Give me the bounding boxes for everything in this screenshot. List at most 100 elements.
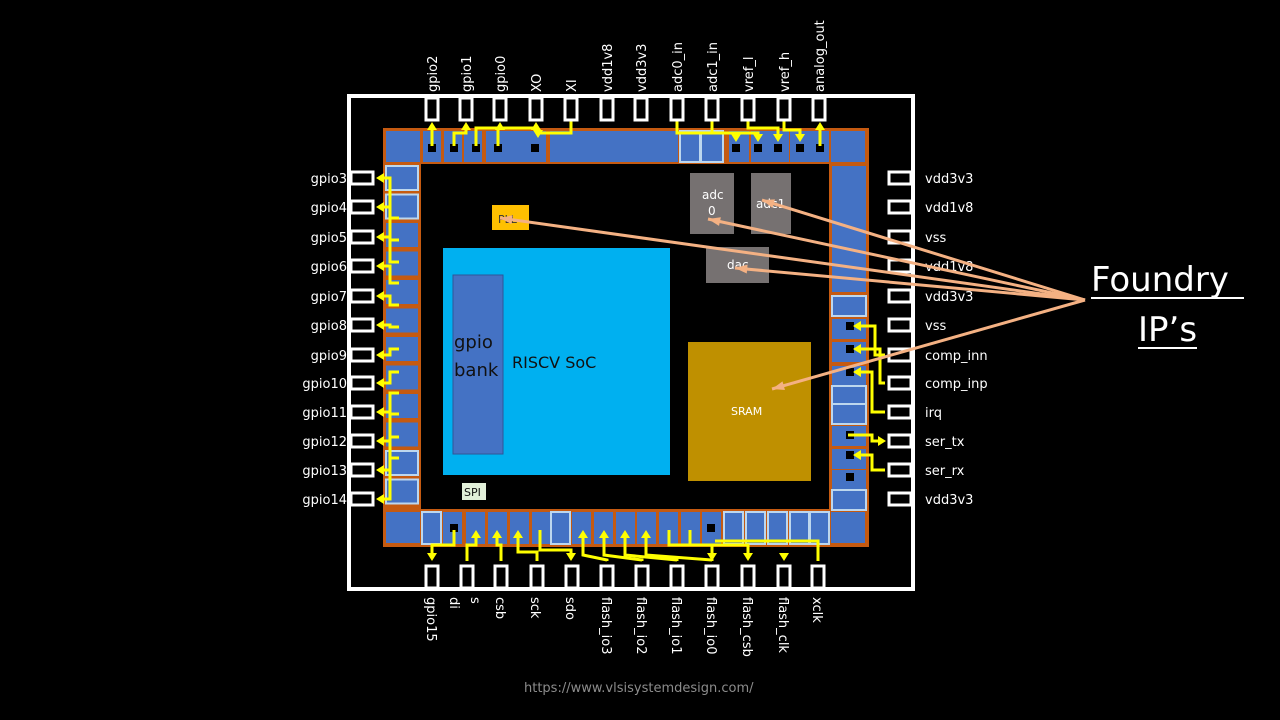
pin-label-top: gpio2 [426, 56, 441, 92]
route-arrow [795, 134, 805, 142]
pin-pad-right [887, 199, 913, 215]
route-arrow [376, 465, 384, 475]
pin-label-bottom: xclk [809, 597, 824, 623]
contact [846, 451, 854, 459]
pin-label-left: gpio13 [302, 464, 347, 479]
pin-pad-bottom [669, 564, 685, 590]
pin-label-left: gpio11 [302, 406, 347, 421]
route [856, 453, 885, 472]
pin-pad-top [424, 96, 440, 122]
route-arrow [376, 291, 384, 301]
pin-label-bottom: flash_csb [739, 597, 754, 657]
route-arrow [427, 553, 437, 561]
pin-pad-bottom [704, 564, 720, 590]
route-arrow [566, 553, 576, 561]
pin-label-bottom: s [467, 597, 482, 604]
io-cell-top [700, 130, 724, 163]
pin-label-bottom: sdo [562, 597, 577, 620]
pin-pad-top [492, 96, 508, 122]
pin-label-bottom: flash_clk [775, 597, 790, 653]
route [430, 530, 456, 555]
contact [816, 144, 824, 152]
riscv-soc-label: RISCV SoC [512, 353, 596, 372]
callout-arrow-adc1 [761, 198, 1086, 302]
contact [846, 322, 854, 330]
adc0-label-2: 0 [708, 204, 716, 218]
io-cell-top [550, 131, 678, 162]
contact [450, 144, 458, 152]
spi-label: SPI [464, 486, 481, 499]
route-arrow [376, 232, 384, 242]
io-cell-bottom [723, 511, 744, 545]
pin-label-left: gpio5 [311, 231, 347, 246]
contact [796, 144, 804, 152]
pin-label-top: analog_out [813, 20, 828, 92]
route-arrow [779, 553, 789, 561]
route [381, 264, 399, 285]
callout-arrowhead-dac [735, 264, 748, 274]
pin-label-top: XO [530, 74, 545, 92]
gpio-bank-label-1: gpio [454, 332, 493, 353]
pin-label-left: gpio4 [311, 201, 347, 216]
route [848, 433, 880, 443]
foundry-ip-title-line1: Foundry [1091, 260, 1229, 300]
route-arrow [753, 134, 763, 142]
io-cell-bottom [767, 511, 788, 545]
io-ring [383, 128, 869, 547]
corner-cell [831, 131, 865, 162]
corner-cell [386, 512, 420, 543]
pin-label-right: vdd3v3 [925, 172, 973, 187]
pin-pad-right [887, 288, 913, 304]
pin-pad-left [349, 229, 375, 245]
footer-url[interactable]: https://www.vlsisystemdesign.com/ [524, 681, 754, 696]
pin-label-top: vref_l [742, 57, 757, 92]
pin-pad-bottom [493, 564, 509, 590]
package-outline [347, 94, 915, 591]
pin-label-right: comp_inn [925, 349, 988, 364]
route [688, 530, 750, 555]
contact [846, 345, 854, 353]
pin-pad-top [811, 96, 827, 122]
pin-label-top: adc0_in [671, 42, 686, 92]
pin-label-bottom: csb [492, 597, 507, 619]
route [856, 370, 885, 414]
io-cell-bottom [550, 511, 571, 545]
route [381, 323, 399, 329]
route-arrow [578, 530, 588, 538]
callout-arrowhead-sram [772, 381, 785, 390]
route-arrow [513, 530, 523, 538]
pin-label-left: gpio3 [311, 172, 347, 187]
pin-label-bottom: flash_io0 [703, 597, 718, 655]
contact [732, 144, 740, 152]
io-cell-bottom [594, 512, 613, 544]
pin-pad-top [740, 96, 756, 122]
io-cell-bottom [532, 512, 551, 544]
adc0-label-1: adc [702, 188, 724, 202]
pin-pad-top [776, 96, 792, 122]
route [381, 294, 399, 307]
pin-label-top: vdd1v8 [601, 44, 616, 92]
route-arrow [815, 122, 825, 130]
pin-pad-left [349, 199, 375, 215]
pin-pad-bottom [810, 564, 826, 590]
pin-pad-left [349, 491, 375, 507]
callout-arrowhead-adc0 [708, 217, 721, 226]
contact [450, 524, 458, 532]
pin-label-left: gpio7 [311, 290, 347, 305]
route-arrow [376, 350, 384, 360]
pin-label-right: vss [925, 319, 946, 334]
callout-arrow-pll [499, 216, 1086, 302]
route-arrow [853, 344, 861, 354]
route-arrow [620, 530, 630, 538]
pin-pad-top [528, 96, 544, 122]
route-arrow [599, 530, 609, 538]
route [381, 176, 399, 220]
route-arrow [641, 530, 651, 538]
pin-pad-top [704, 96, 720, 122]
contact [472, 144, 480, 152]
route-arrow [471, 530, 481, 538]
contact [494, 144, 502, 152]
route [381, 347, 399, 357]
pin-pad-bottom [459, 564, 475, 590]
